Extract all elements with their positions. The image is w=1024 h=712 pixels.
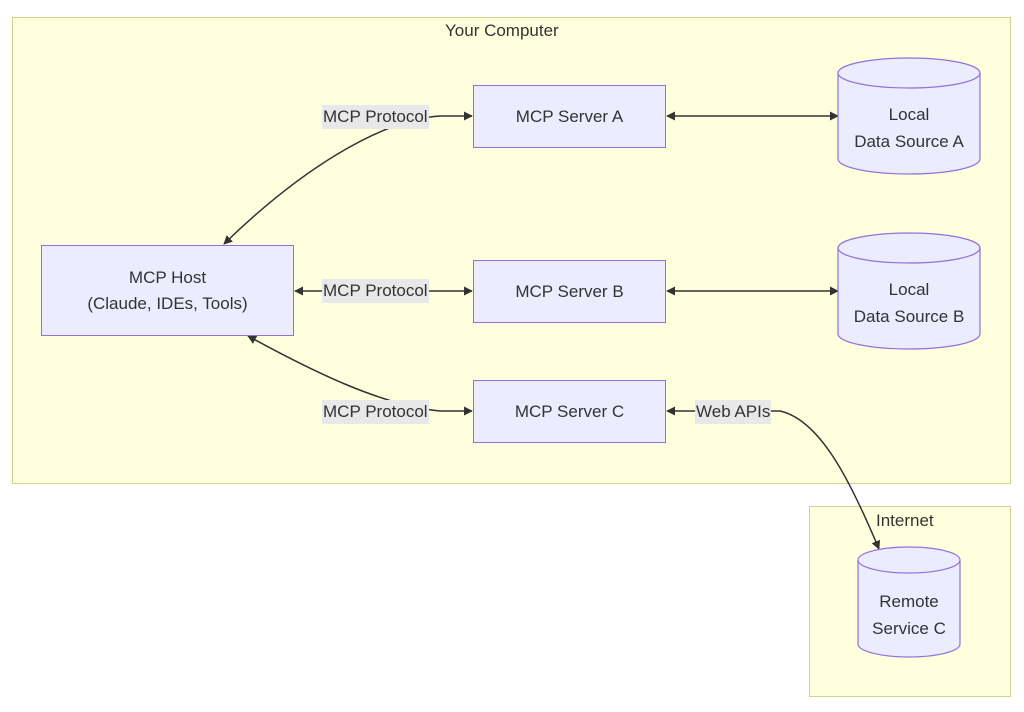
edge-host-to-server-a xyxy=(223,111,473,245)
cylinder-remote-service-c xyxy=(857,546,961,658)
cylinder-data-source-b xyxy=(837,232,981,350)
node-data-source-b-line2: Data Source B xyxy=(853,307,965,326)
node-mcp-host-line2: (Claude, IDEs, Tools) xyxy=(87,293,248,313)
node-mcp-server-c-label: MCP Server C xyxy=(514,401,625,421)
edge-server-c-to-remote xyxy=(666,406,881,550)
node-mcp-server-b: MCP Server B xyxy=(473,260,666,323)
node-mcp-server-a-label: MCP Server A xyxy=(515,106,624,126)
cluster-title-your-computer: Your Computer xyxy=(445,21,559,40)
cluster-title-internet: Internet xyxy=(876,511,934,530)
node-mcp-host: MCP Host (Claude, IDEs, Tools) xyxy=(41,245,294,336)
node-remote-service-c-line2: Service C xyxy=(872,619,946,638)
node-remote-service-c-line1: Remote xyxy=(879,592,939,611)
node-data-source-a-line2: Data Source A xyxy=(854,132,964,151)
node-mcp-server-a: MCP Server A xyxy=(473,85,666,148)
edge-label-host-server-a: MCP Protocol xyxy=(322,105,429,129)
node-mcp-host-line1: MCP Host xyxy=(128,267,207,287)
cylinder-data-source-a xyxy=(837,57,981,175)
node-data-source-b-line1: Local xyxy=(888,280,930,299)
node-mcp-server-c: MCP Server C xyxy=(473,380,666,443)
node-data-source-a-line1: Local xyxy=(888,105,930,124)
node-data-source-b: Local Data Source B xyxy=(837,275,981,331)
edge-label-server-c-remote: Web APIs xyxy=(695,400,772,424)
node-data-source-a: Local Data Source A xyxy=(837,100,981,156)
edge-label-host-server-c: MCP Protocol xyxy=(322,400,429,424)
node-mcp-server-b-label: MCP Server B xyxy=(515,281,624,301)
node-remote-service-c: Remote Service C xyxy=(857,587,961,643)
edge-label-host-server-b: MCP Protocol xyxy=(322,279,429,303)
